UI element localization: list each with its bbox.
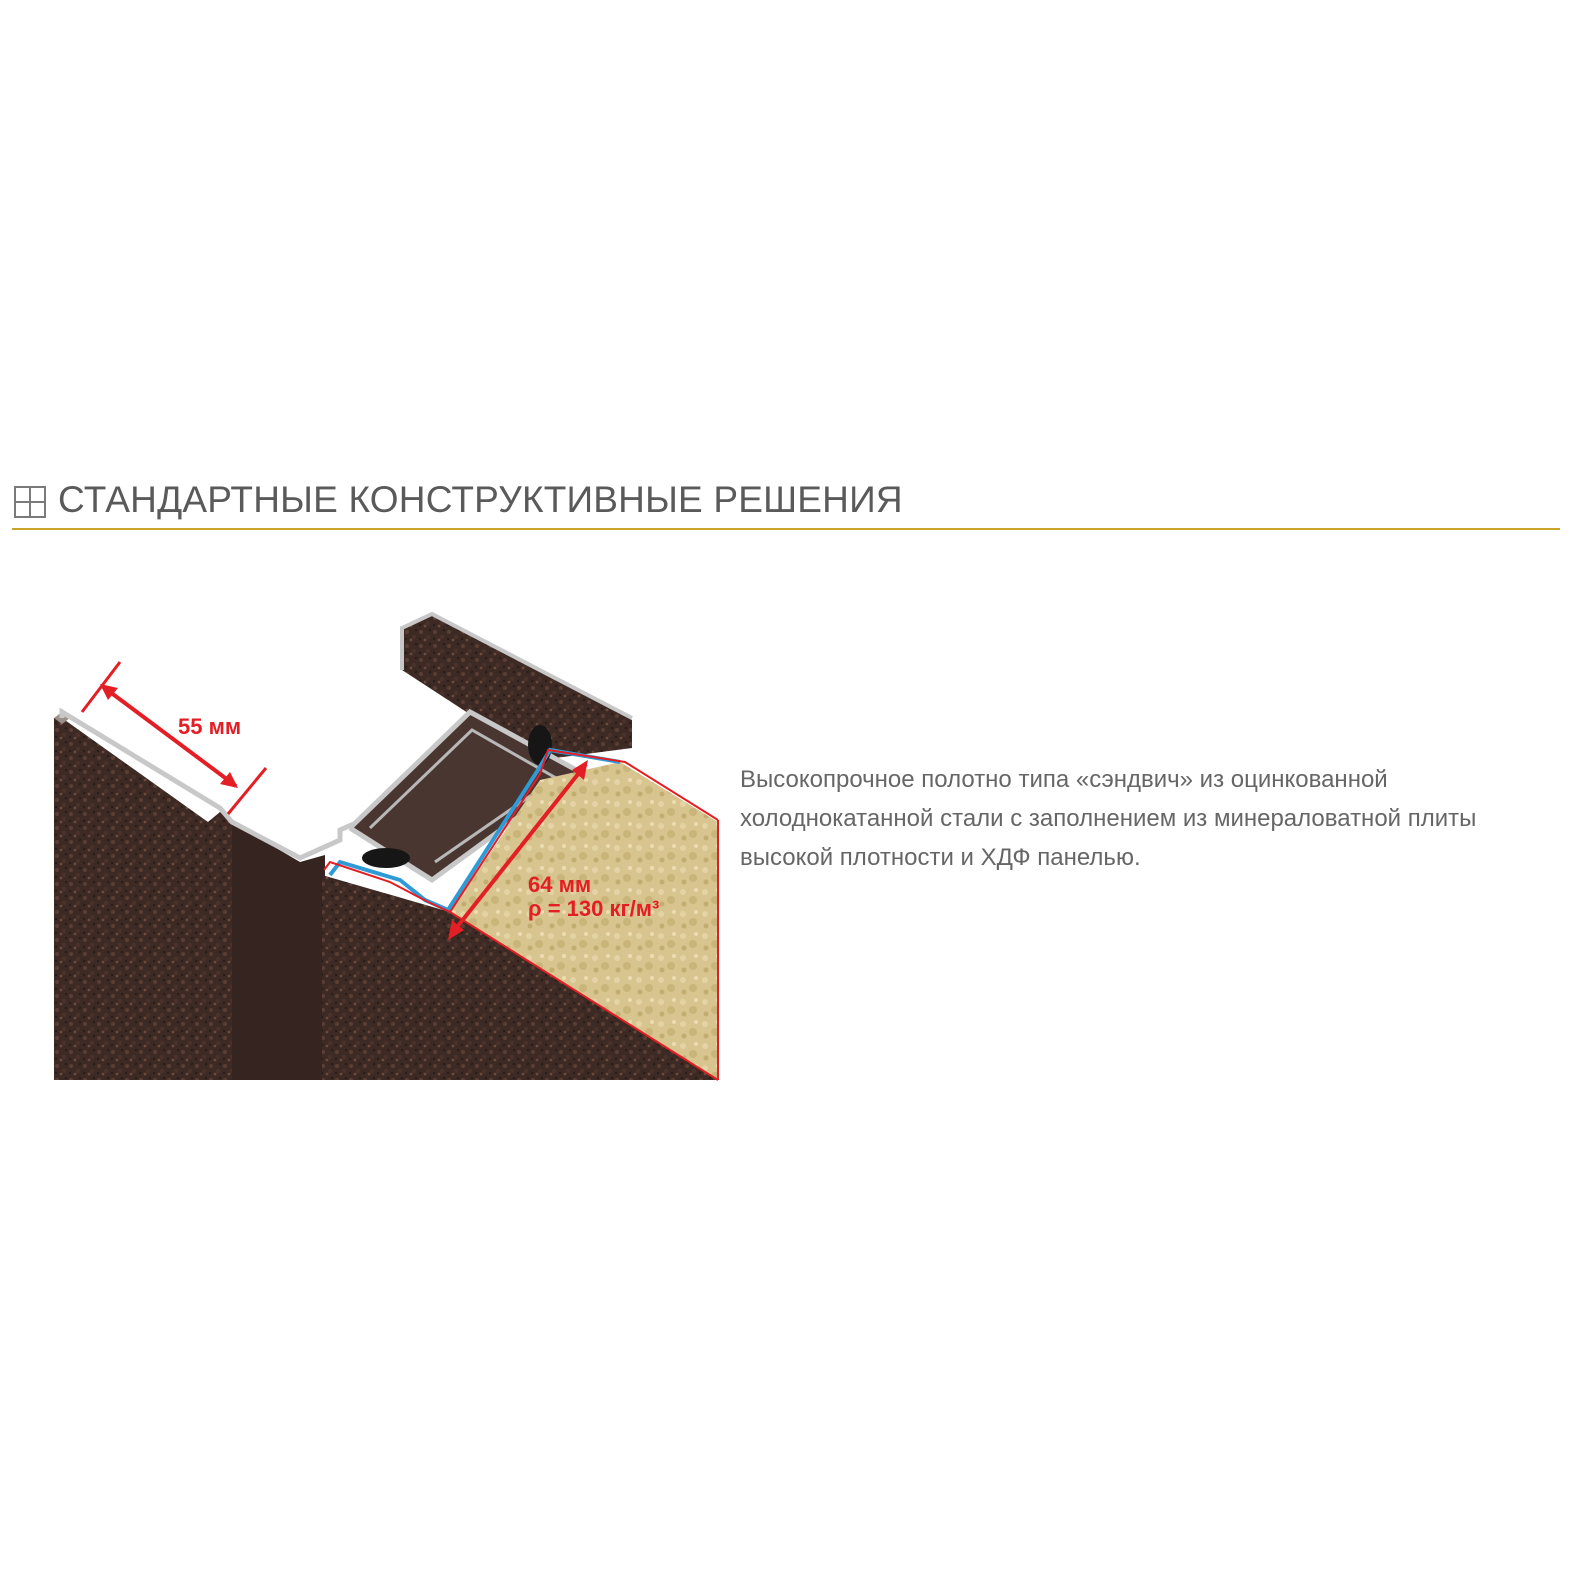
leaf-box-inner (368, 728, 559, 864)
door-leaf-front (322, 875, 718, 1080)
dim-64-arrowhead-bottom (448, 920, 464, 940)
dim-64-arrowhead-top (572, 760, 588, 780)
insulation-core (450, 762, 718, 1080)
leaf-box-profile (350, 712, 580, 880)
frame-slope (232, 822, 325, 1080)
dim-55-tick-right (226, 767, 268, 815)
dim-55-arrow (100, 684, 238, 788)
density-label: ρ = 130 кг/м³ (528, 896, 659, 921)
door-construction-illustration: 55 мм 64 мм ρ = 130 кг/м³ (54, 611, 719, 1081)
dim-64-arrow (448, 762, 588, 938)
description-text: Высокопрочное полотно типа «сэндвич» из … (740, 766, 1477, 871)
grid-icon (14, 486, 46, 518)
dim-55-tick-left (80, 661, 122, 713)
section-header: СТАНДАРТНЫЕ КОНСТРУКТИВНЫЕ РЕШЕНИЯ (12, 478, 1560, 530)
seal-top (528, 725, 552, 765)
dim-55-arrowhead-left (100, 684, 118, 700)
frame-back-edge (400, 611, 633, 720)
frame-profile-outline (59, 707, 360, 861)
dim-55-label: 55 мм (178, 714, 241, 739)
section-title: СТАНДАРТНЫЕ КОНСТРУКТИВНЫЕ РЕШЕНИЯ (58, 479, 903, 520)
dim-55-arrowhead-right (220, 772, 238, 788)
dim-64-label: 64 мм (528, 872, 591, 897)
frame-post-left (54, 718, 208, 1080)
frame-channel (208, 812, 232, 1080)
frame-back-post (402, 614, 632, 760)
leaf-red-bottom-edge (449, 911, 719, 1081)
seal-bottom (362, 848, 410, 868)
